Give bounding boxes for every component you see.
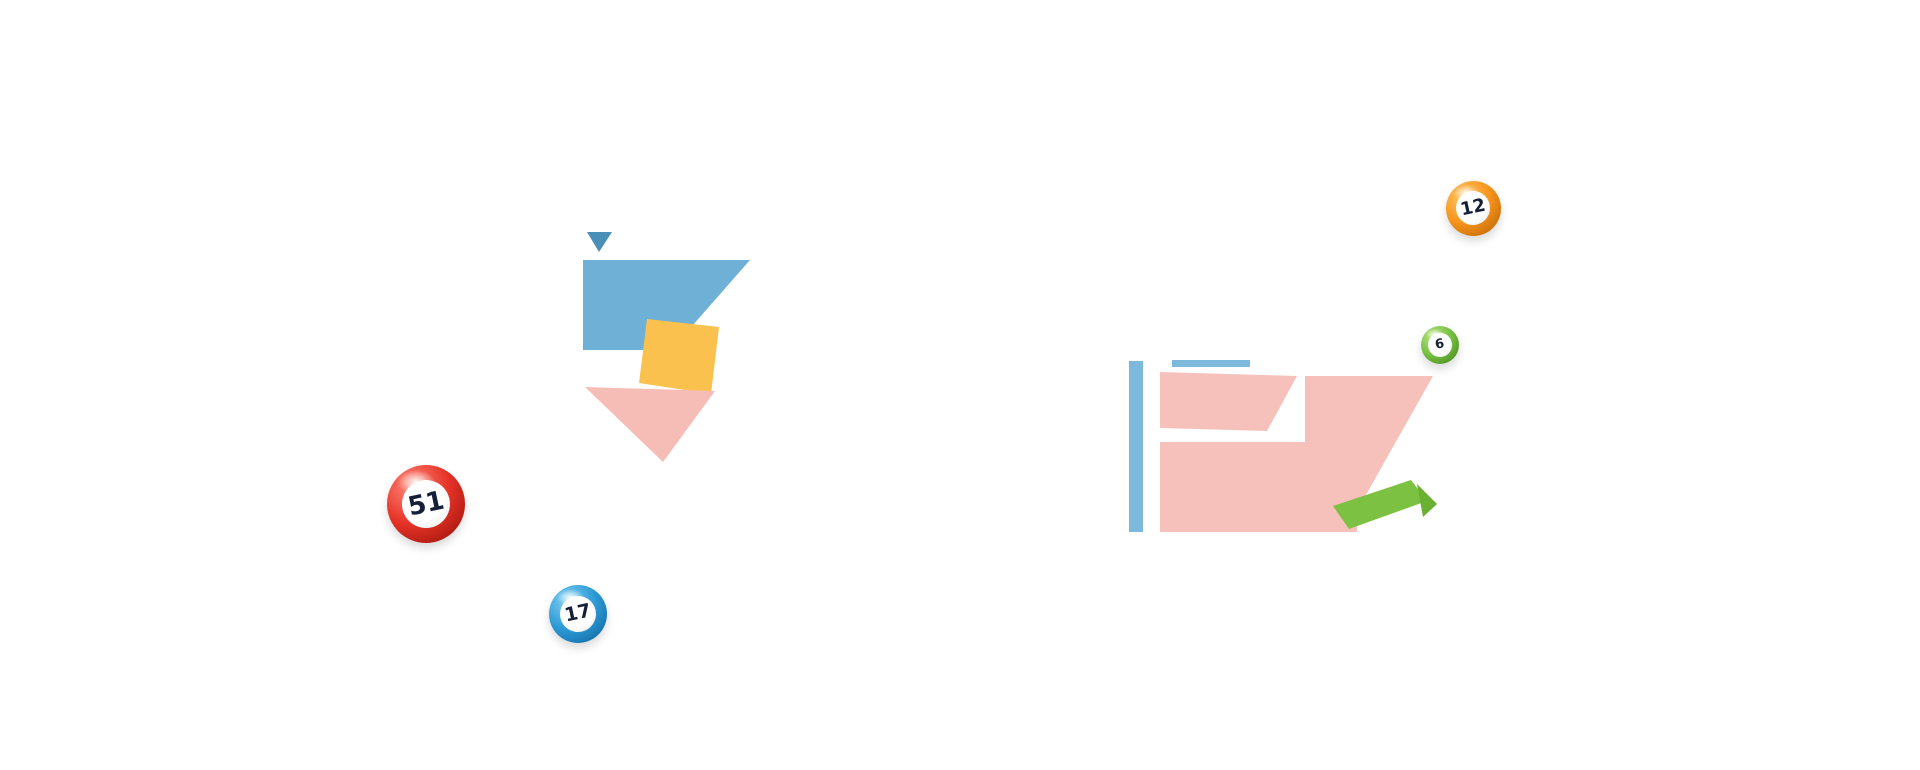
bingo-ball-number: 51: [397, 475, 455, 533]
bingo-ball-number: 12: [1453, 188, 1494, 229]
green-pencil-tip-shape: [1417, 484, 1437, 517]
right-illustration: [1129, 360, 1437, 532]
pink-band-shape: [1160, 372, 1297, 431]
bingo-ball-12: 12: [1446, 181, 1501, 236]
blue-bar-shape: [1129, 361, 1143, 532]
left-illustration: [583, 232, 750, 462]
pink-diagonal-shape: [1305, 376, 1433, 532]
yellow-square-shape: [639, 319, 719, 394]
bingo-ball-number: 6: [1426, 331, 1454, 359]
bingo-ball-6: 6: [1421, 326, 1459, 364]
blue-line-shape: [1172, 360, 1250, 367]
blue-banner-shape: [583, 260, 750, 350]
small-dark-blue-triangle-shape: [587, 232, 612, 252]
bingo-ball-51: 51: [387, 465, 465, 543]
pink-triangle-shape: [585, 387, 715, 462]
green-pencil-body-shape: [1333, 480, 1427, 529]
bingo-ball-17: 17: [549, 585, 607, 643]
bingo-ball-number: 17: [556, 592, 600, 636]
